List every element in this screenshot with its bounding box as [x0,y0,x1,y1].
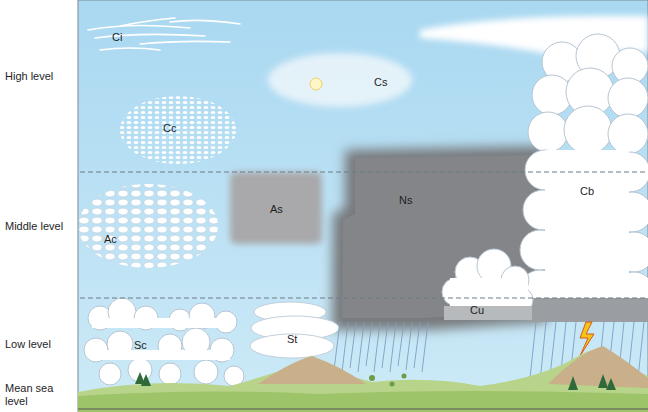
cloud-abbreviation: Ac [104,233,117,246]
cloud-abbreviation: Ns [399,194,412,207]
cloud-abbreviation: Ci [112,31,122,44]
cloud-abbreviation: St [287,333,297,346]
level-label: Low level [5,338,51,351]
cloud-abbreviation: Cu [470,304,484,317]
cloud-abbreviation: Cs [374,76,387,89]
level-label: High level [5,70,53,83]
level-label: Mean sea level [5,382,63,408]
cloud-abbreviation: As [270,203,283,216]
cloud-abbreviation: Sc [134,339,147,352]
level-label: Middle level [5,220,63,233]
cloud-abbreviation: Cc [163,122,176,135]
cloud-abbreviation: Cb [580,185,594,198]
